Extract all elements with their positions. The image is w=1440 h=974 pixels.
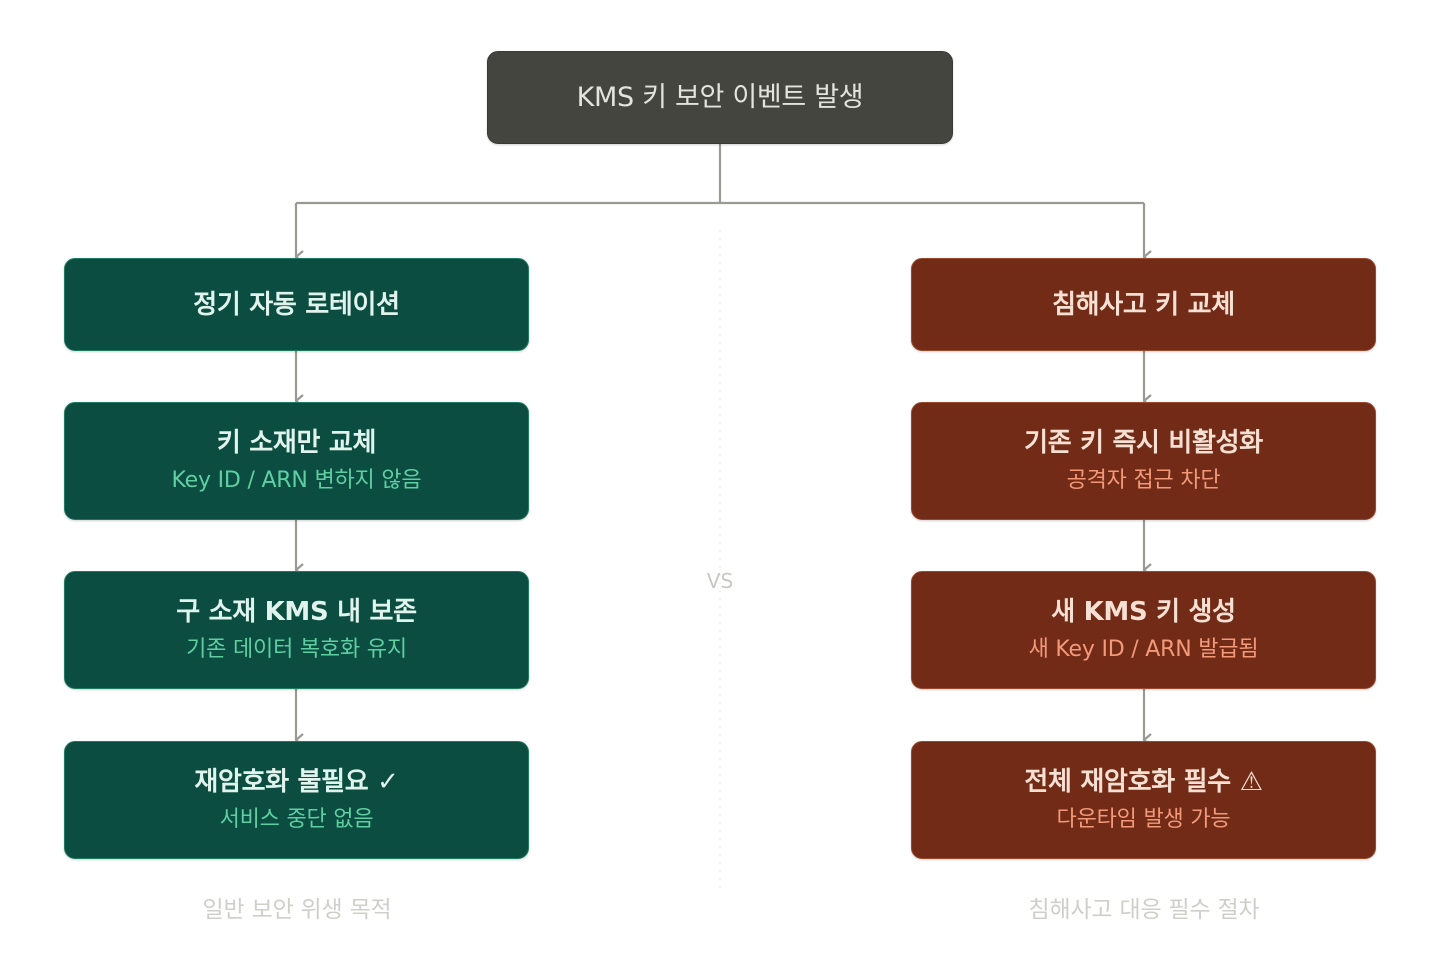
right-step-1-subtitle: 공격자 접근 차단: [1066, 468, 1221, 493]
left-step-1-subtitle: Key ID / ARN 변하지 않음: [171, 468, 422, 493]
right-step-2-subtitle: 새 Key ID / ARN 발급됨: [1028, 637, 1259, 662]
right-header-title: 침해사고 키 교체: [1052, 289, 1235, 320]
vs-label: VS: [706, 569, 734, 593]
right-step-3-title: 전체 재암호화 필수 ⚠: [1024, 767, 1263, 797]
right-step-3-node: 전체 재암호화 필수 ⚠ 다운타임 발생 가능: [911, 741, 1376, 859]
left-step-1-node: 키 소재만 교체 Key ID / ARN 변하지 않음: [64, 402, 529, 520]
left-header-node: 정기 자동 로테이션: [64, 258, 529, 351]
left-step-3-title: 재암호화 불필요 ✓: [194, 767, 399, 797]
left-step-2-subtitle: 기존 데이터 복호화 유지: [186, 637, 407, 662]
root-event-title: KMS 키 보안 이벤트 발생: [576, 81, 864, 113]
left-caption: 일반 보안 위생 목적: [202, 897, 392, 923]
right-step-1-node: 기존 키 즉시 비활성화 공격자 접근 차단: [911, 402, 1376, 520]
root-event-node: KMS 키 보안 이벤트 발생: [487, 51, 953, 144]
right-step-2-title: 새 KMS 키 생성: [1051, 597, 1236, 627]
left-step-3-node: 재암호화 불필요 ✓ 서비스 중단 없음: [64, 741, 529, 859]
left-step-3-subtitle: 서비스 중단 없음: [219, 807, 374, 832]
left-step-2-title: 구 소재 KMS 내 보존: [176, 597, 417, 627]
left-step-2-node: 구 소재 KMS 내 보존 기존 데이터 복호화 유지: [64, 571, 529, 689]
left-step-1-title: 키 소재만 교체: [216, 428, 377, 458]
right-step-1-title: 기존 키 즉시 비활성화: [1024, 428, 1263, 458]
right-caption: 침해사고 대응 필수 절차: [1028, 897, 1260, 923]
right-header-node: 침해사고 키 교체: [911, 258, 1376, 351]
right-step-3-subtitle: 다운타임 발생 가능: [1056, 807, 1231, 832]
right-step-2-node: 새 KMS 키 생성 새 Key ID / ARN 발급됨: [911, 571, 1376, 689]
left-header-title: 정기 자동 로테이션: [193, 289, 400, 320]
